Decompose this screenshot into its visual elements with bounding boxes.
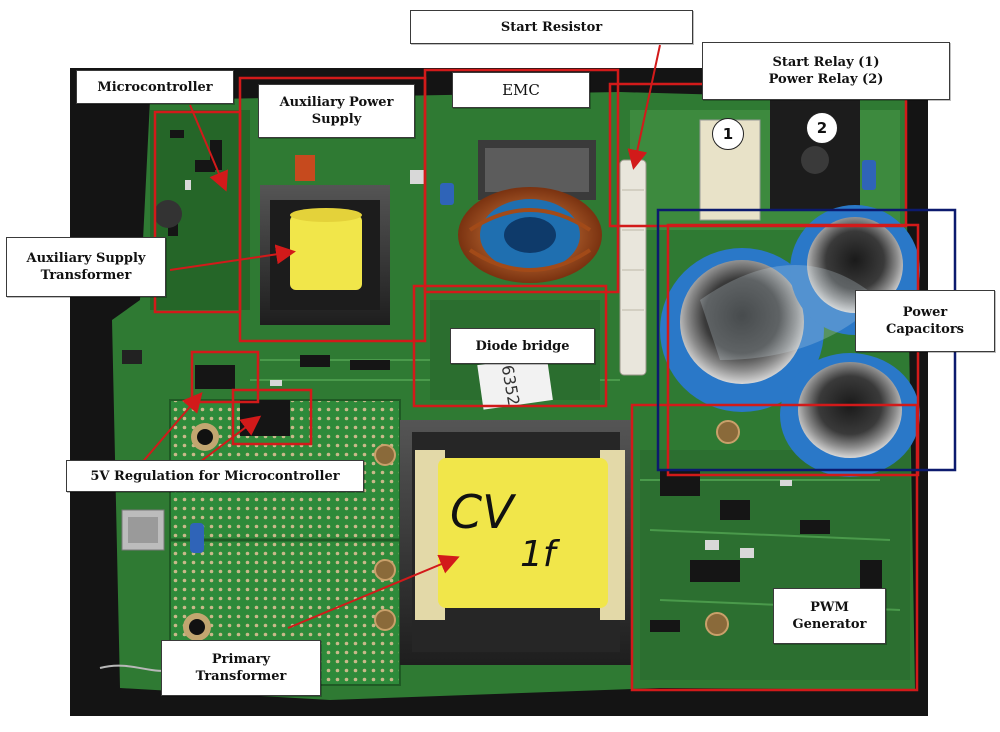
label-emc: EMC bbox=[452, 72, 590, 108]
label-relays-line-1: Start Relay (1) bbox=[772, 55, 880, 70]
label-microcontroller: Microcontroller bbox=[76, 70, 234, 104]
label-power-capacitors-line-1: Power bbox=[902, 305, 948, 320]
diode-bridge-box bbox=[412, 284, 608, 408]
arrow-5v-regulation-2 bbox=[199, 415, 262, 463]
label-pwm-line-1: PWM bbox=[810, 600, 849, 615]
handwriting-line-2: 1f bbox=[520, 534, 561, 575]
label-5v-regulation: 5V Regulation for Microcontroller bbox=[66, 460, 364, 492]
arrow-aux-transformer bbox=[169, 244, 296, 271]
regulation-box-2 bbox=[231, 388, 313, 446]
emc-box bbox=[423, 68, 620, 294]
arrow-microcontroller bbox=[189, 104, 228, 192]
arrow-start-resistor bbox=[627, 44, 661, 170]
label-start-resistor: Start Resistor bbox=[410, 10, 693, 44]
label-aux-power-supply: Auxiliary Power Supply bbox=[258, 84, 415, 138]
arrow-primary-transformer bbox=[287, 554, 460, 629]
label-aux-supply-transformer: Auxiliary Supply Transformer bbox=[6, 237, 166, 297]
label-primary-transformer-line-2: Transformer bbox=[195, 669, 287, 684]
label-relays-line-2: Power Relay (2) bbox=[768, 72, 884, 87]
label-relays: Start Relay (1) Power Relay (2) bbox=[702, 42, 950, 100]
label-pwm-generator: PWM Generator bbox=[773, 588, 886, 644]
label-pwm-line-2: Generator bbox=[792, 617, 867, 632]
label-primary-transformer-line-1: Primary bbox=[211, 652, 271, 667]
label-primary-transformer: Primary Transformer bbox=[161, 640, 321, 696]
label-aux-transformer-line-2: Transformer bbox=[40, 268, 132, 283]
pwm-generator-box bbox=[630, 403, 919, 692]
handwriting-line-1: CV bbox=[450, 485, 517, 539]
relay-2-marker: 2 bbox=[806, 112, 838, 144]
power-capacitors bbox=[660, 205, 920, 477]
primary-transformer: CV 1f bbox=[400, 420, 632, 665]
label-aux-power-line-2: Supply bbox=[311, 112, 362, 127]
label-aux-transformer-line-1: Auxiliary Supply bbox=[26, 251, 146, 266]
label-power-capacitors-line-2: Capacitors bbox=[886, 322, 964, 337]
label-diode-bridge: Diode bridge bbox=[450, 328, 595, 364]
label-aux-power-line-1: Auxiliary Power bbox=[279, 95, 394, 110]
start-resistor-body bbox=[619, 159, 647, 376]
regulation-box-1 bbox=[190, 350, 260, 404]
arrow-5v-regulation-1 bbox=[139, 391, 203, 466]
emc-filter bbox=[458, 140, 602, 283]
relay-1-marker: 1 bbox=[712, 118, 744, 150]
label-power-capacitors: Power Capacitors bbox=[855, 290, 995, 352]
